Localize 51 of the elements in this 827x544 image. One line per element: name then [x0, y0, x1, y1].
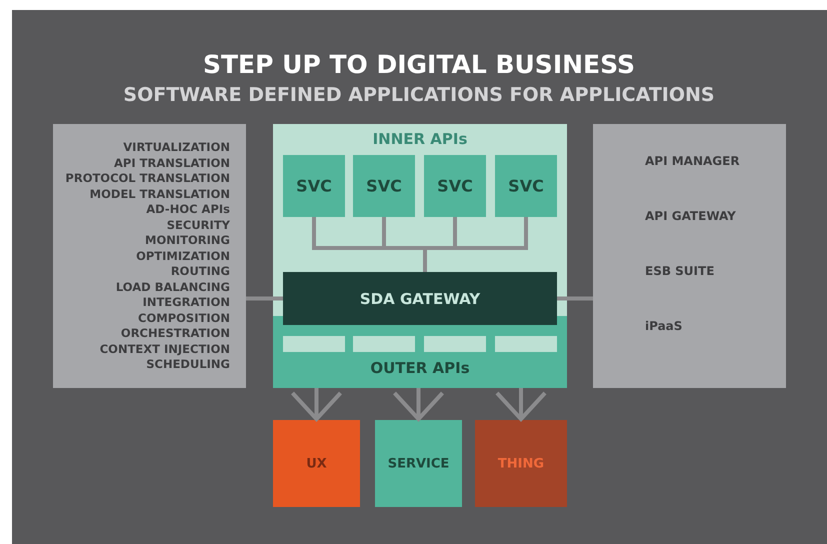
box-label: THING: [498, 456, 544, 471]
api-slot-bar: [424, 336, 486, 352]
feature-panel: [53, 124, 246, 388]
box-label: SVC: [366, 176, 402, 196]
category-label: ESB SUITE: [645, 264, 714, 278]
target-box: [375, 420, 462, 507]
feature-label: ROUTING: [170, 264, 230, 278]
feature-label: VIRTUALIZATION: [123, 140, 230, 154]
feature-label: SCHEDULING: [146, 357, 230, 371]
arrow: [392, 388, 444, 421]
box-label: SVC: [508, 176, 544, 196]
api-slot-bar: [353, 336, 415, 352]
feature-label: PROTOCOL TRANSLATION: [65, 171, 230, 185]
feature-label: COMPOSITION: [138, 310, 230, 324]
api-slot-bar: [283, 336, 345, 352]
box-label: SERVICE: [388, 456, 450, 471]
service-box: [353, 155, 415, 217]
arrow: [495, 388, 547, 421]
service-box: [424, 155, 486, 217]
service-box: [495, 155, 557, 217]
feature-label: LOAD BALANCING: [116, 280, 230, 294]
service-box: [283, 155, 345, 217]
box-label: UX: [306, 456, 327, 471]
category-label: API MANAGER: [645, 154, 740, 168]
inner-api-panel: [273, 124, 567, 388]
box-label: SDA GATEWAY: [360, 290, 480, 308]
feature-label: CONTEXT INJECTION: [100, 342, 230, 356]
gateway-box: [283, 272, 557, 325]
feature-label: API TRANSLATION: [114, 156, 230, 170]
feature-label: INTEGRATION: [142, 295, 230, 309]
target-box: [475, 420, 567, 507]
api-slot-bar: [495, 336, 557, 352]
panel-heading: INNER APIs: [372, 130, 468, 148]
feature-label: SECURITY: [166, 218, 230, 232]
connector-line: [557, 296, 593, 300]
category-label: API GATEWAY: [645, 209, 736, 223]
band-label: OUTER APIs: [370, 359, 470, 377]
title: STEP UP TO DIGITAL BUSINESS: [202, 50, 636, 79]
box-label: SVC: [296, 176, 332, 196]
arrow: [290, 388, 342, 421]
subtitle: SOFTWARE DEFINED APPLICATIONS FOR APPLICATIONS: [123, 84, 715, 106]
feature-label: MODEL TRANSLATION: [90, 186, 230, 200]
connector-line: [246, 296, 283, 300]
feature-label: MONITORING: [145, 233, 230, 247]
target-box: [273, 420, 360, 507]
category-label: iPaaS: [645, 319, 682, 333]
box-label: SVC: [437, 176, 473, 196]
feature-label: AD-HOC APIs: [146, 202, 230, 216]
feature-label: OPTIMIZATION: [136, 248, 230, 262]
product-category-panel: [593, 124, 786, 388]
feature-label: ORCHESTRATION: [120, 326, 230, 340]
